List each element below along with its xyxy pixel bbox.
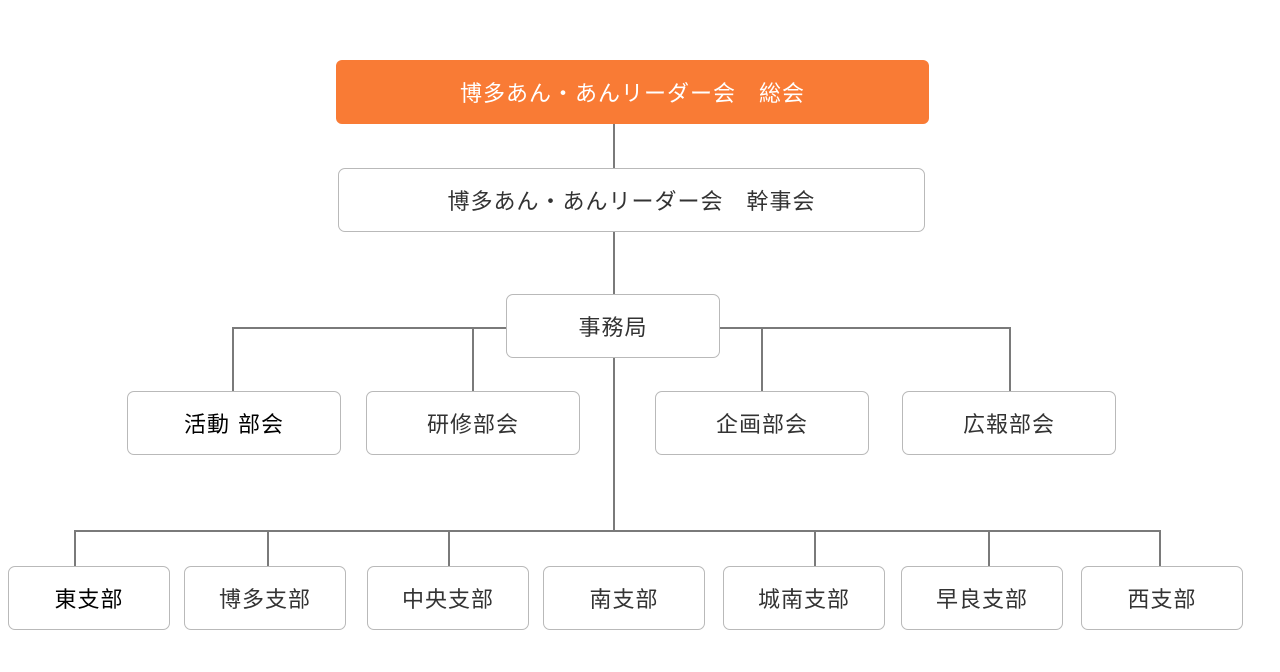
connector-branch-3	[448, 530, 450, 566]
connector-committee-bar-left	[232, 327, 507, 329]
branch-box-jonan: 城南支部	[723, 566, 885, 630]
connector-branch-5	[814, 530, 816, 566]
connector-committee-bar-right	[719, 327, 1011, 329]
branch-box-hakata: 博多支部	[184, 566, 346, 630]
connector-branch-2	[267, 530, 269, 566]
committee-box-training: 研修部会	[366, 391, 580, 455]
secretariat-box: 事務局	[506, 294, 720, 358]
branch-label: 西支部	[1127, 588, 1197, 613]
connector-committee-2	[472, 327, 474, 391]
connector-branch-bar	[74, 530, 1161, 532]
connector-branch-7	[1159, 530, 1161, 566]
branch-label: 城南支部	[757, 588, 850, 613]
branch-label: 中央支部	[401, 588, 494, 613]
branch-box-sawara: 早良支部	[901, 566, 1063, 630]
secretariat-label: 事務局	[578, 316, 648, 341]
branch-box-east: 東支部	[8, 566, 170, 630]
connector-branch-1	[74, 530, 76, 566]
board-label: 博多あん・あんリーダー会 幹事会	[447, 190, 816, 215]
branch-box-chuo: 中央支部	[367, 566, 529, 630]
connector-board-secretariat	[613, 232, 615, 294]
committee-label: 研修部会	[426, 413, 519, 438]
general-assembly-box: 博多あん・あんリーダー会 総会	[336, 60, 929, 124]
connector-branch-6	[988, 530, 990, 566]
committee-box-pr: 広報部会	[902, 391, 1116, 455]
branch-label: 早良支部	[935, 588, 1028, 613]
branch-label: 南支部	[589, 588, 659, 613]
committee-box-planning: 企画部会	[655, 391, 869, 455]
connector-secretariat-branches	[613, 357, 615, 531]
committee-label: 活動 部会	[184, 413, 284, 438]
branch-label: 東支部	[54, 588, 124, 613]
committee-label: 広報部会	[962, 413, 1055, 438]
connector-committee-1	[232, 327, 234, 391]
connector-committee-4	[1009, 327, 1011, 391]
committee-box-activities: 活動 部会	[127, 391, 341, 455]
general-assembly-label: 博多あん・あんリーダー会 総会	[459, 82, 805, 107]
branch-box-nishi: 西支部	[1081, 566, 1243, 630]
branch-box-minami: 南支部	[543, 566, 705, 630]
committee-label: 企画部会	[715, 413, 808, 438]
board-box: 博多あん・あんリーダー会 幹事会	[338, 168, 925, 232]
connector-committee-3	[761, 327, 763, 391]
branch-label: 博多支部	[218, 588, 311, 613]
connector-assembly-board	[613, 124, 615, 168]
